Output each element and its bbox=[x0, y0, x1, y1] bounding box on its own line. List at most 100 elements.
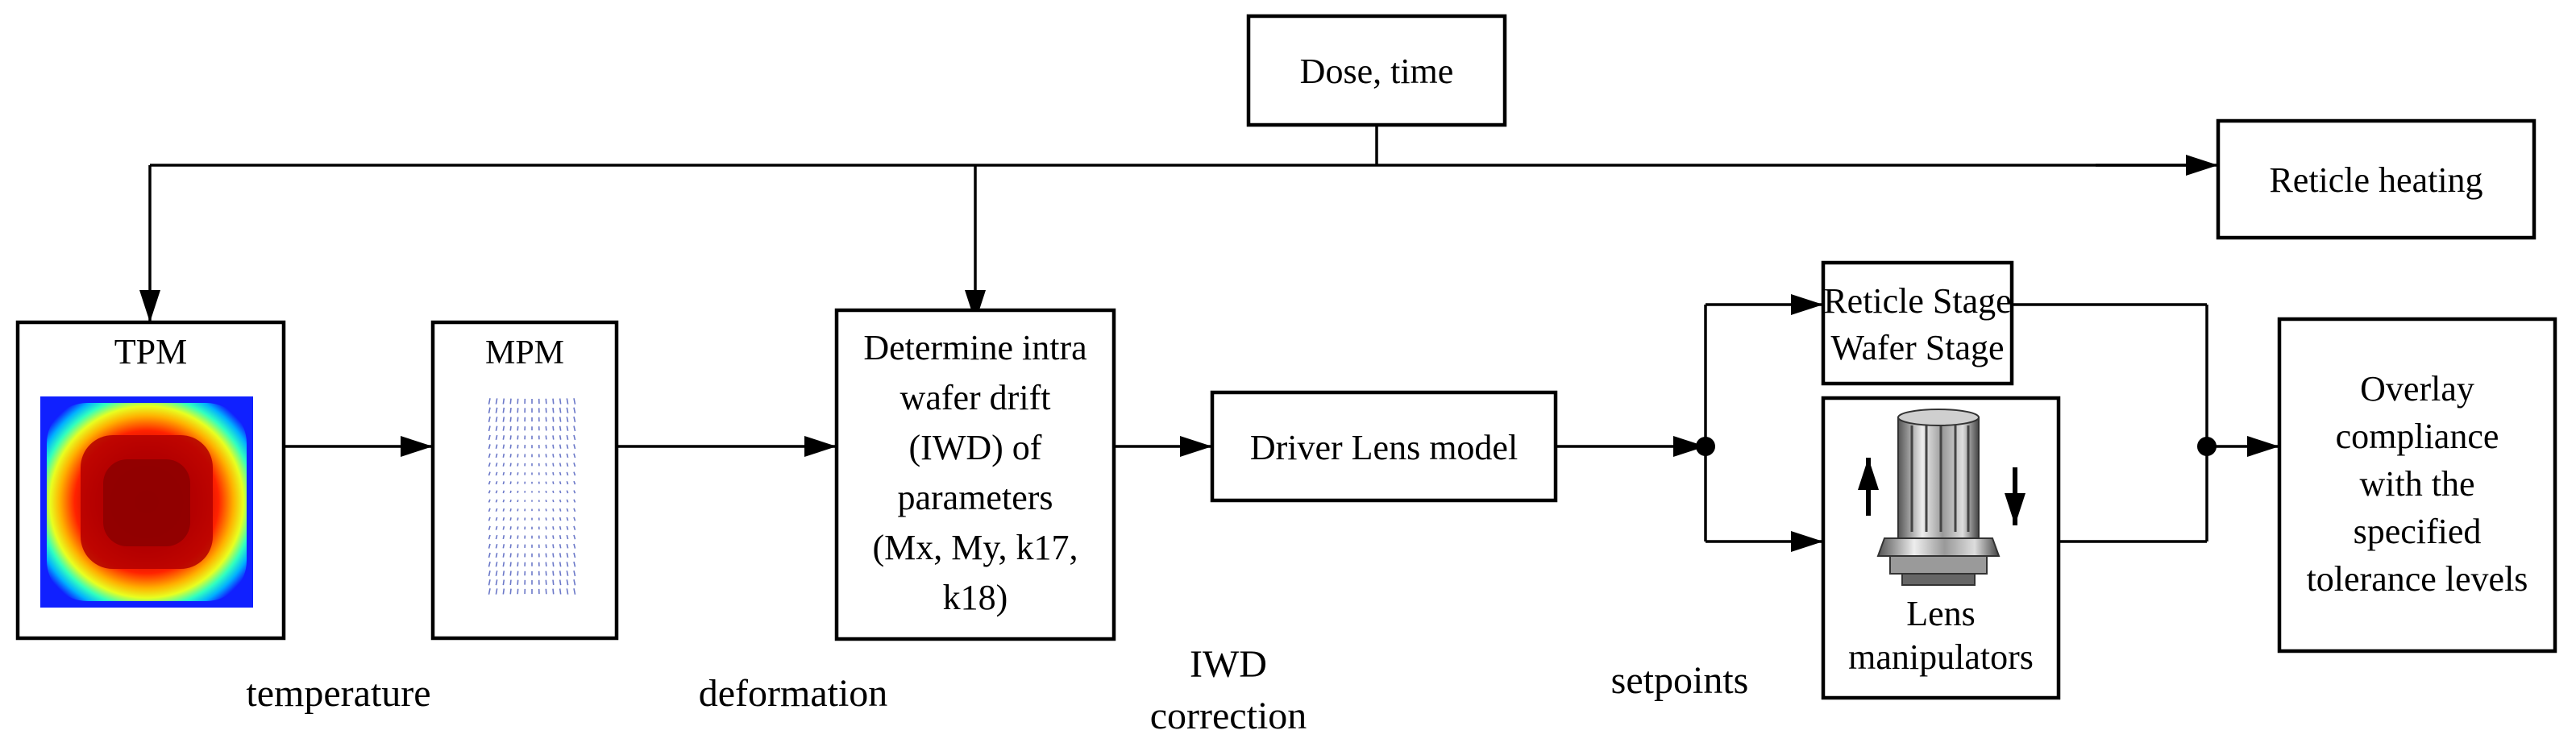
deformation-vector bbox=[488, 490, 491, 494]
deformation-vector bbox=[559, 579, 562, 586]
deformation-vector bbox=[559, 453, 562, 458]
deformation-vector bbox=[495, 417, 498, 422]
deformation-vector bbox=[517, 417, 519, 422]
deformation-vector bbox=[488, 561, 491, 567]
deformation-vector bbox=[509, 490, 512, 494]
deformation-vector bbox=[495, 499, 498, 503]
iwd-line-4: parameters bbox=[898, 478, 1053, 517]
iwd-line-1: Determine intra bbox=[863, 328, 1086, 367]
deformation-vector bbox=[559, 471, 562, 476]
deformation-vector bbox=[502, 444, 505, 449]
deformation-vector bbox=[509, 481, 512, 484]
deformation-vector bbox=[509, 544, 512, 549]
deformation-vector bbox=[573, 444, 576, 450]
deformation-vector bbox=[502, 544, 505, 549]
deformation-vector bbox=[552, 425, 555, 431]
deformation-vector bbox=[488, 508, 491, 512]
deformation-vector bbox=[573, 434, 576, 441]
tpm-box: TPM bbox=[15, 320, 286, 641]
deformation-vector bbox=[517, 408, 519, 413]
deformation-vector bbox=[502, 490, 505, 494]
deformation-vector bbox=[488, 543, 491, 549]
deformation-vector bbox=[509, 571, 512, 576]
deformation-vector bbox=[517, 508, 519, 512]
deformation-vector bbox=[502, 508, 505, 512]
deformation-vector bbox=[495, 534, 498, 540]
deformation-vector bbox=[488, 534, 491, 540]
deformation-vector bbox=[573, 471, 576, 476]
deformation-vector bbox=[509, 579, 512, 586]
deformation-vector bbox=[517, 553, 519, 558]
deformation-vector bbox=[552, 562, 555, 567]
deformation-vector bbox=[495, 517, 498, 521]
deformation-vector bbox=[517, 481, 519, 484]
deformation-vector bbox=[488, 588, 491, 595]
deformation-vector bbox=[552, 588, 555, 595]
deformation-vector bbox=[488, 434, 491, 441]
dose-time-label: Dose, time bbox=[1300, 52, 1454, 91]
deformation-vector bbox=[502, 453, 505, 458]
deformation-vector bbox=[488, 398, 491, 405]
deformation-vector bbox=[552, 490, 555, 494]
deformation-vector bbox=[517, 490, 519, 493]
deformation-vector bbox=[502, 579, 505, 586]
stages-box: Reticle Stage Wafer Stage bbox=[1821, 260, 2014, 386]
deformation-vector bbox=[502, 481, 505, 485]
deformation-vector bbox=[488, 552, 491, 558]
deformation-vector bbox=[488, 570, 491, 577]
deformation-vector bbox=[517, 444, 519, 449]
deformation-vector bbox=[559, 562, 562, 567]
deformation-vector bbox=[502, 407, 505, 413]
iwd-correction-signal-label-2: correction bbox=[1150, 695, 1307, 737]
deformation-vector bbox=[573, 490, 576, 494]
iwd-box: Determine intra wafer drift (IWD) of par… bbox=[834, 308, 1116, 641]
deformation-vector bbox=[488, 407, 491, 413]
reticle-heating-label: Reticle heating bbox=[2269, 160, 2483, 200]
deformation-vector bbox=[573, 552, 576, 558]
deformation-vector-field bbox=[488, 398, 576, 595]
deformation-vector bbox=[502, 471, 505, 476]
deformation-vector bbox=[559, 499, 562, 503]
deformation-vector bbox=[517, 463, 519, 467]
reticle-heating-box: Reticle heating bbox=[2216, 118, 2537, 240]
deformation-vector bbox=[552, 579, 555, 586]
deformation-vector bbox=[509, 444, 512, 449]
deformation-vector bbox=[488, 480, 491, 485]
deformation-vector bbox=[517, 454, 519, 458]
overlay-compliance-box: Overlay compliance with the specified to… bbox=[2277, 317, 2557, 653]
deformation-vector bbox=[552, 454, 555, 458]
deformation-vector bbox=[552, 526, 555, 530]
temperature-heatmap bbox=[40, 396, 253, 608]
deformation-vector bbox=[502, 571, 505, 576]
deformation-vector bbox=[502, 535, 505, 540]
deformation-vector bbox=[495, 407, 498, 413]
deformation-vector bbox=[552, 444, 555, 449]
deformation-vector bbox=[495, 553, 498, 558]
iwd-line-5: (Mx, My, k17, bbox=[872, 528, 1078, 567]
mpm-box: MPM bbox=[430, 320, 619, 641]
deformation-vector bbox=[509, 517, 512, 521]
deformation-vector bbox=[495, 588, 498, 595]
deformation-vector bbox=[488, 425, 491, 432]
deformation-vector bbox=[573, 525, 576, 530]
deformation-vector bbox=[495, 525, 498, 530]
deformation-vector bbox=[559, 490, 562, 494]
deformation-vector bbox=[502, 517, 505, 521]
deformation-vector bbox=[509, 463, 512, 467]
deformation-vector bbox=[495, 463, 498, 467]
deformation-vector bbox=[559, 553, 562, 558]
deformation-vector bbox=[488, 463, 491, 467]
deformation-vector bbox=[573, 579, 576, 586]
deformation-vector bbox=[559, 481, 562, 485]
deformation-vector bbox=[517, 571, 519, 576]
driver-lens-model-box: Driver Lens model bbox=[1210, 390, 1558, 503]
deformation-vector bbox=[517, 588, 519, 595]
deformation-vector bbox=[573, 453, 576, 458]
overlay-line-2: compliance bbox=[2336, 417, 2499, 456]
deformation-vector bbox=[552, 463, 555, 467]
reticle-stage-label: Reticle Stage bbox=[1823, 281, 2011, 321]
deformation-vector bbox=[509, 454, 512, 458]
deformation-vector bbox=[552, 398, 555, 405]
deformation-vector bbox=[559, 417, 562, 422]
deformation-vector bbox=[495, 579, 498, 586]
